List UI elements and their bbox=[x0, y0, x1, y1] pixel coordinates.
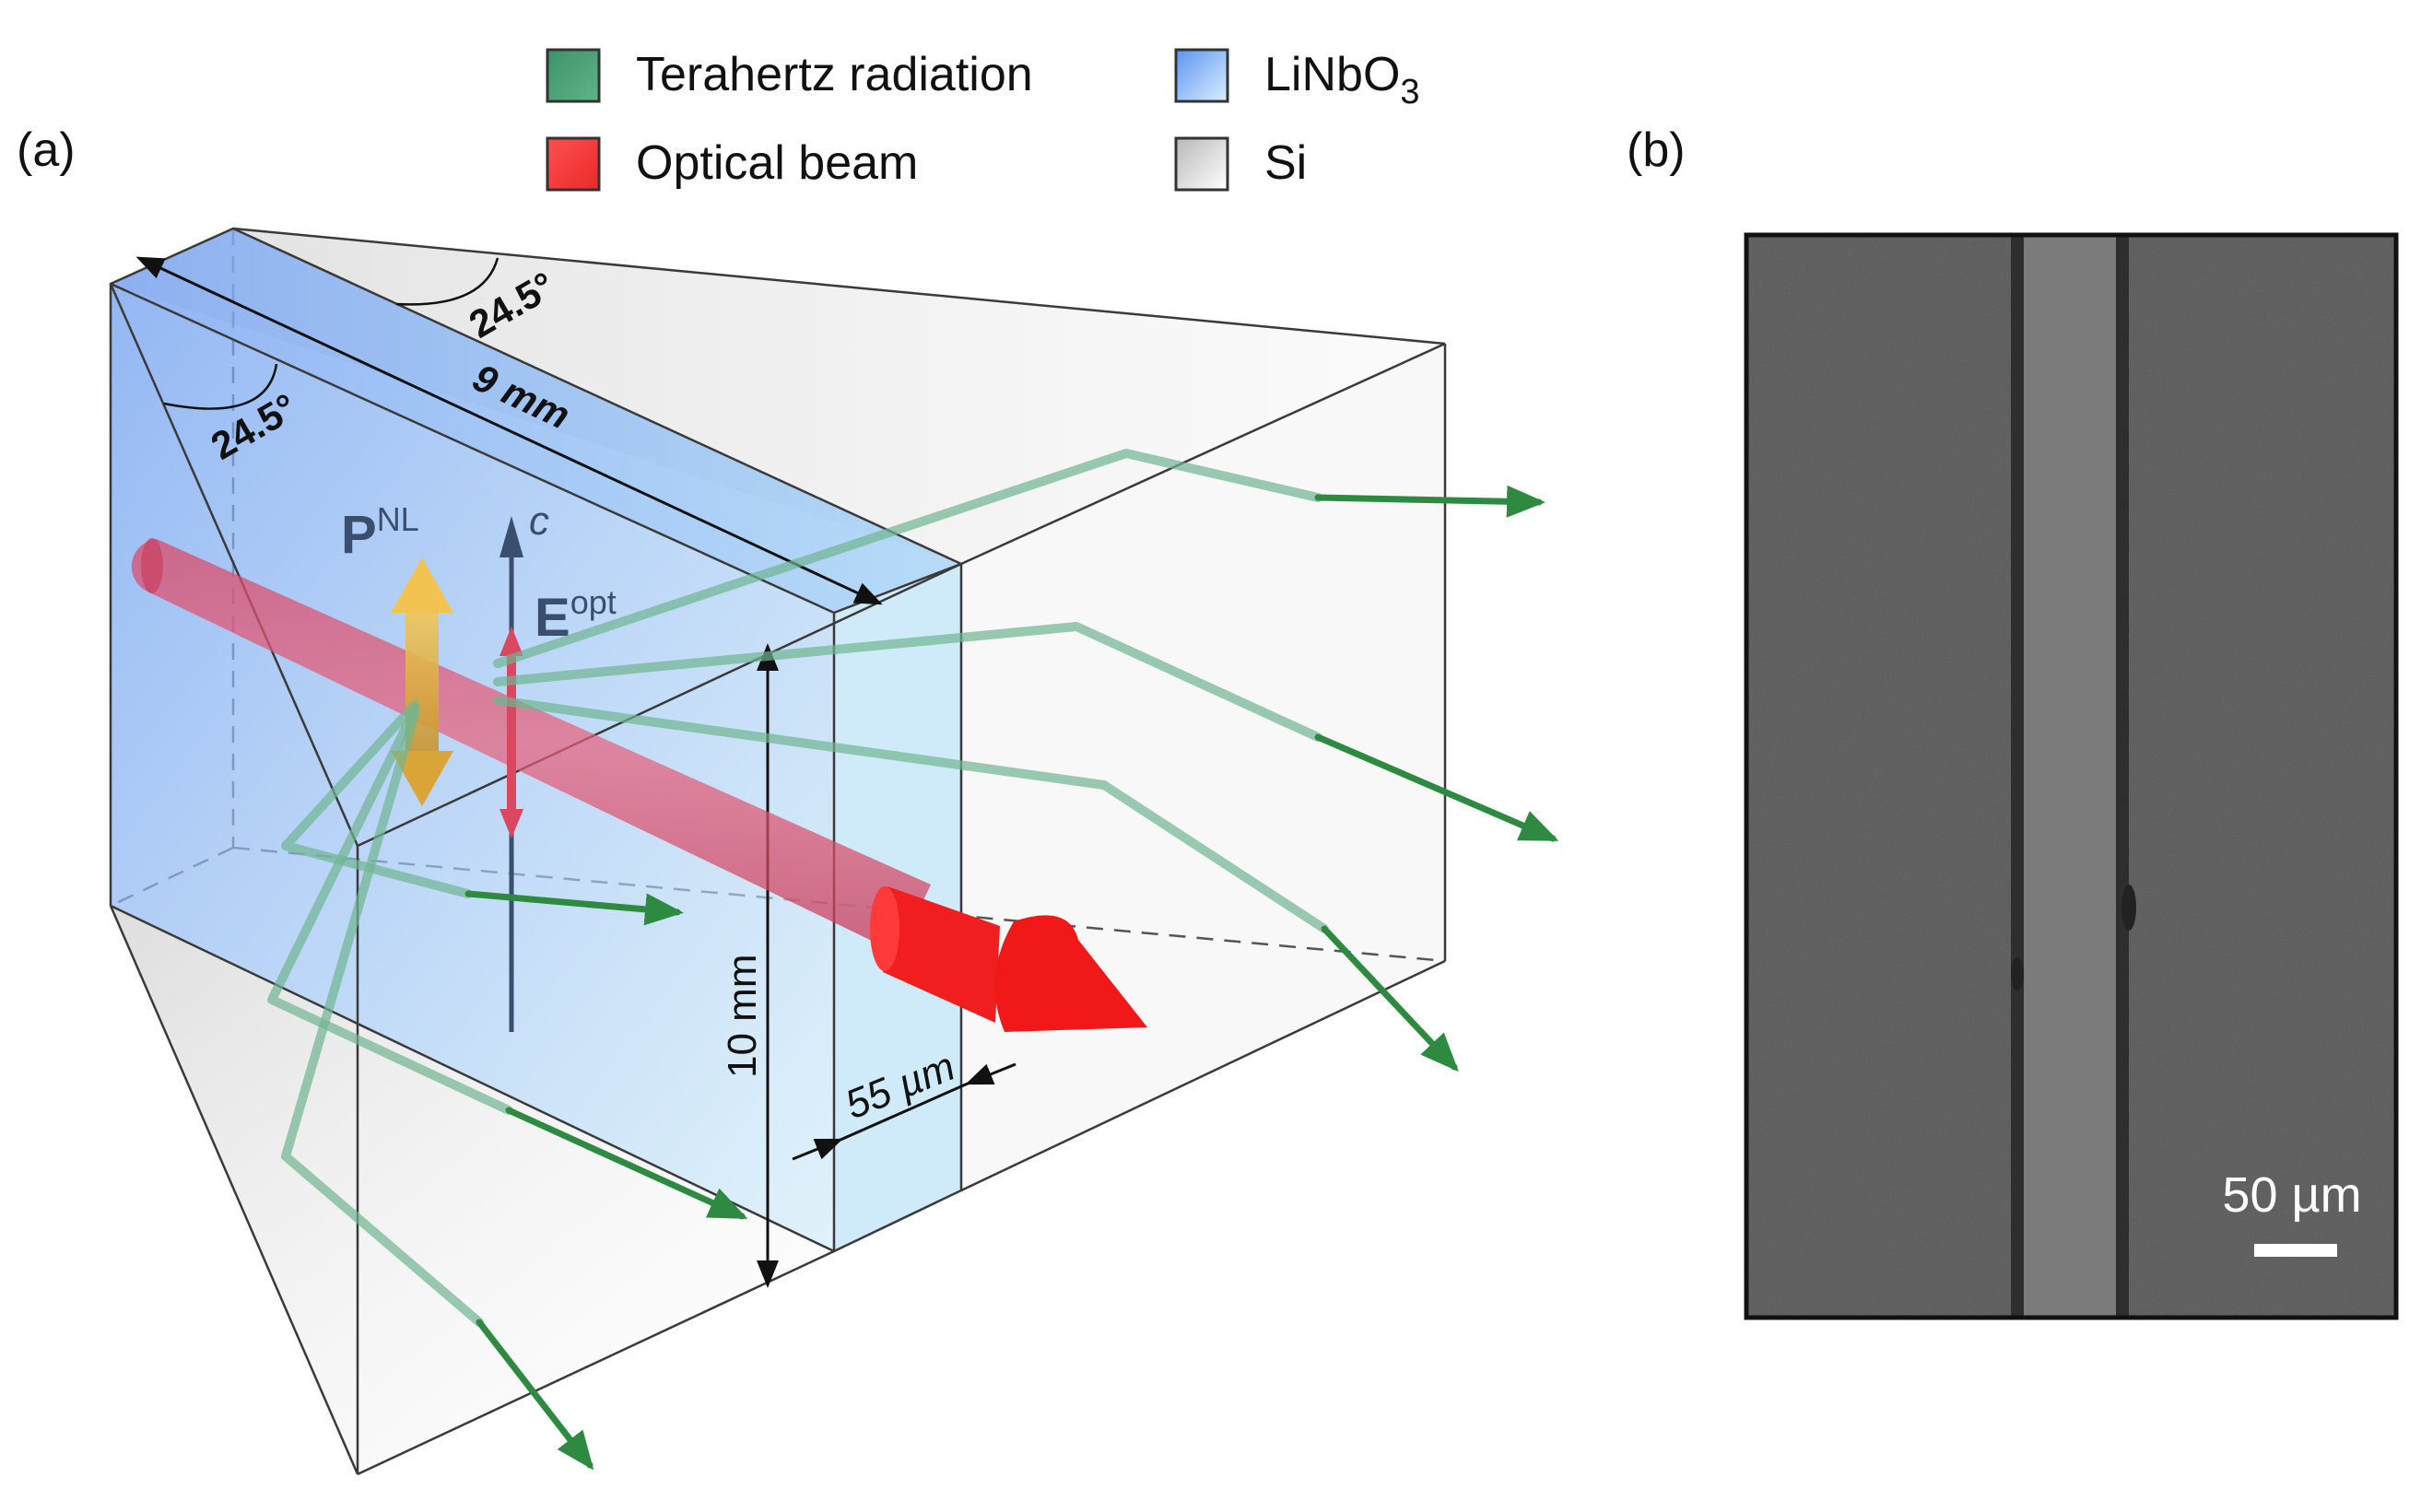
thz-ray-2 bbox=[493, 622, 1322, 742]
thz-ray-3 bbox=[493, 696, 1329, 933]
optical-beam-end-cap bbox=[141, 538, 163, 593]
dimension-55um-line bbox=[840, 1082, 969, 1142]
dimension-55um-arrow-right bbox=[965, 1062, 1017, 1085]
thz-ray-6-exit bbox=[476, 1319, 594, 1471]
optical-beam-body bbox=[131, 539, 931, 954]
sem-defect-left bbox=[2011, 957, 2024, 990]
sem-frame bbox=[1744, 232, 2399, 1320]
thz-ray-4-exit bbox=[464, 890, 684, 926]
legend-label-si: Si bbox=[1264, 136, 1307, 190]
dimension-10mm-label: 10 mm bbox=[720, 955, 765, 1078]
optical-beam-arrow-head bbox=[994, 915, 1147, 1032]
thz-ray-3-exit bbox=[1321, 925, 1459, 1072]
pnl-label: PNL bbox=[341, 500, 419, 565]
thz-ray-6 bbox=[281, 709, 484, 1327]
thz-ray-4 bbox=[281, 700, 473, 898]
thz-ray-1 bbox=[493, 449, 1322, 668]
thz-ray-2-exit bbox=[1314, 733, 1559, 842]
prism-diagram: 24.5° 24.5° 9 mm 10 mm 55 µm PNL bbox=[109, 227, 1559, 1476]
legend-item-terahertz: Terahertz radiation bbox=[546, 48, 1033, 103]
pnl-label-sup: NL bbox=[377, 500, 419, 538]
optical-beam bbox=[131, 538, 1147, 1032]
legend-item-linbo3: LiNbO3 bbox=[1174, 48, 1420, 111]
legend-swatch-linbo3 bbox=[1174, 48, 1229, 103]
legend-swatch-si bbox=[1174, 136, 1229, 192]
thz-ray-1-exit bbox=[1314, 485, 1545, 518]
sem-waveguide-stripe bbox=[2024, 235, 2116, 1318]
dimension-9mm-arrow bbox=[135, 256, 883, 605]
legend: Terahertz radiation Optical beam LiNbO3 … bbox=[546, 48, 1420, 192]
terahertz-rays bbox=[267, 449, 1559, 1471]
c-axis-label: c bbox=[529, 498, 549, 544]
legend-label-linbo3-subscript: 3 bbox=[1400, 73, 1419, 111]
legend-label-linbo3: LiNbO3 bbox=[1264, 48, 1420, 111]
thz-ray-5 bbox=[267, 705, 513, 1115]
optical-beam-arrow-shaft bbox=[883, 886, 1000, 1023]
si-prism-front-face bbox=[111, 906, 834, 1474]
legend-swatch-terahertz bbox=[546, 48, 601, 103]
scale-bar-label: 50 µm bbox=[2222, 1167, 2361, 1223]
legend-label-terahertz: Terahertz radiation bbox=[636, 48, 1033, 101]
optical-beam-arrow-shaft-cap bbox=[870, 886, 899, 971]
legend-item-optical: Optical beam bbox=[546, 136, 918, 192]
sem-image: 50 µm bbox=[1744, 232, 2399, 1320]
sem-dark-edge-left bbox=[2011, 235, 2024, 1318]
dimension-55um-arrow-left bbox=[792, 1138, 843, 1161]
panel-a-label: (a) bbox=[17, 123, 76, 177]
legend-item-si: Si bbox=[1174, 136, 1307, 192]
sem-dark-edge-right bbox=[2116, 235, 2129, 1318]
panel-b-label: (b) bbox=[1627, 123, 1686, 177]
thz-ray-5-exit bbox=[505, 1107, 748, 1220]
legend-label-optical: Optical beam bbox=[636, 136, 918, 190]
legend-swatch-optical bbox=[546, 136, 601, 192]
scale-bar bbox=[2254, 1244, 2337, 1257]
sem-defect-right bbox=[2121, 885, 2136, 931]
eopt-label-sup: opt bbox=[570, 583, 617, 621]
